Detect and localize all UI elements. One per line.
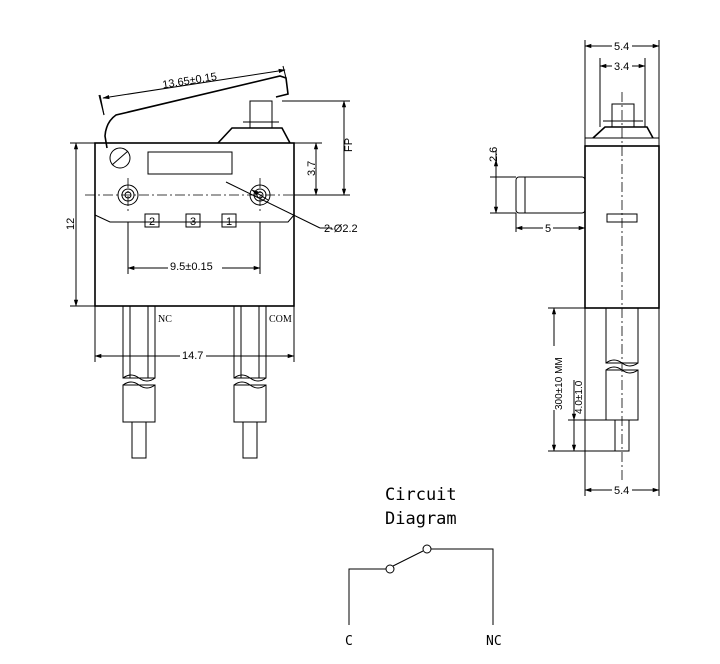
front-view: 13.65±0.15 2 3 1 9.5±0.15 (65, 65, 358, 459)
circuit-diagram: Circuit Diagram C NC (345, 485, 502, 649)
pivot-boss (109, 147, 131, 169)
lever-height-label: 2.6 (488, 147, 500, 162)
pin-offset-label: 3.7 (306, 161, 318, 176)
fp-label: FP (343, 138, 355, 152)
side-lever (515, 176, 586, 214)
lever (104, 75, 289, 149)
side-view: 5.4 3.4 2.6 5 300±10 MM 4.0±1 (488, 39, 660, 497)
cable-length-label: 300±10 MM (554, 357, 565, 410)
circuit-title-line2: Diagram (385, 509, 457, 529)
lead-label-com: COM (269, 314, 292, 325)
contact-nc (422, 544, 432, 554)
circuit-title-line1: Circuit (385, 485, 457, 505)
label-window (147, 151, 233, 175)
lever-length-label: 13.65±0.15 (162, 71, 218, 91)
lead-com (233, 305, 267, 459)
switch-body (94, 142, 295, 307)
top-width-label: 5.4 (614, 41, 629, 53)
plunger (249, 100, 273, 129)
plunger-width-label: 3.4 (614, 61, 629, 73)
hole-callout-label: 2-Ø2.2 (324, 223, 358, 235)
lever-depth-label: 5 (545, 223, 551, 235)
strip-length-label: 4.0±1.0 (574, 380, 585, 414)
body-width-label: 14.7 (182, 350, 203, 362)
terminal-c-label: C (345, 634, 353, 649)
switch-blade (392, 550, 424, 567)
side-plunger (611, 103, 635, 128)
terminal-label-1: 2 (149, 216, 155, 228)
terminal-label-2: 3 (190, 216, 196, 228)
terminal-label-3: 1 (226, 216, 232, 228)
terminal-nc-label: NC (486, 634, 502, 649)
bottom-width-label: 5.4 (614, 485, 629, 497)
hole-pitch-label: 9.5±0.15 (170, 261, 213, 273)
lead-label-nc: NC (158, 314, 172, 325)
lead-nc (122, 305, 156, 459)
height-label: 12 (65, 218, 77, 230)
contact-c (385, 564, 395, 574)
